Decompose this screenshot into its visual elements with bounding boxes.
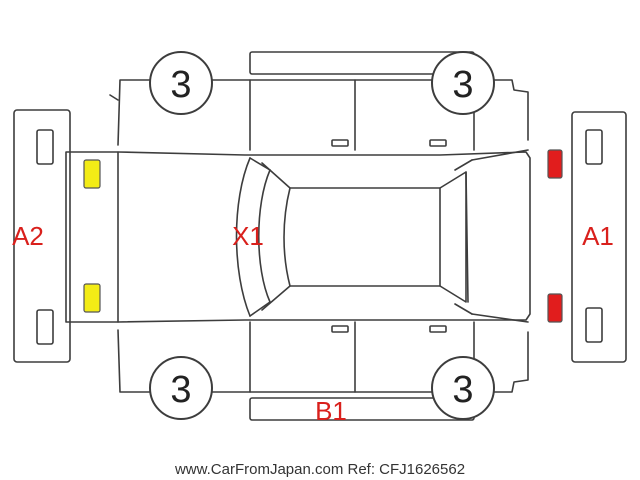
label-a2: A2 [12, 221, 44, 251]
front-bumper [13, 109, 71, 363]
wheel-front-right-score: 3 [170, 369, 191, 411]
wheel-rear-left-score: 3 [452, 64, 473, 106]
rear-lamp-mark-bottom [547, 293, 563, 323]
label-b1: B1 [315, 396, 347, 426]
wheel-rear-left: 3 [431, 51, 495, 115]
car-body-top-view [65, 149, 531, 323]
wheel-rear-right-score: 3 [452, 369, 473, 411]
label-a1: A1 [582, 221, 614, 251]
wheel-front-left-score: 3 [170, 64, 191, 106]
front-headlamp-mark-top [83, 159, 101, 189]
wheel-front-right: 3 [149, 356, 213, 420]
rear-lamp-mark-top [547, 149, 563, 179]
rear-bumper [571, 111, 627, 363]
label-x1: X1 [232, 221, 264, 251]
front-headlamp-mark-bottom [83, 283, 101, 313]
wheel-rear-right: 3 [431, 356, 495, 420]
wheel-front-left: 3 [149, 51, 213, 115]
watermark-text: www.CarFromJapan.com Ref: CFJ1626562 [174, 461, 465, 478]
